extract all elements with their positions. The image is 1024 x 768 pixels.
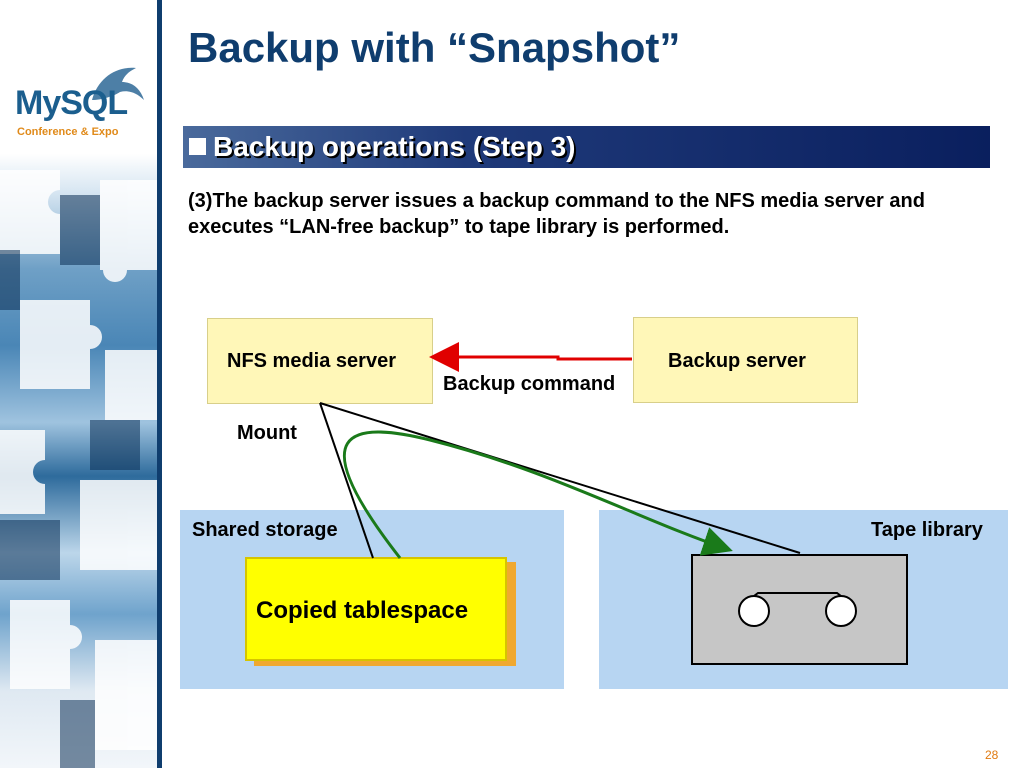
section-heading: Backup operations (Step 3) bbox=[213, 131, 576, 162]
tape-cassette-icon bbox=[691, 554, 908, 665]
backup-server-box bbox=[633, 317, 858, 403]
puzzle-background-image bbox=[0, 170, 157, 768]
square-bullet-icon bbox=[189, 138, 206, 155]
nfs-media-server-box bbox=[207, 318, 433, 404]
backup-command-label: Backup command bbox=[443, 373, 616, 395]
copy-to-tape-arrow bbox=[342, 430, 733, 559]
mysql-wordmark: MySQL bbox=[15, 84, 128, 122]
nfs-media-server-label: NFS media server bbox=[227, 350, 396, 372]
decorative-side-panel bbox=[0, 0, 157, 768]
slide-title: Backup with “Snapshot” bbox=[188, 24, 681, 71]
backup-diagram: NFS media server Backup server Backup co… bbox=[170, 300, 1010, 700]
tape-reels bbox=[738, 592, 857, 627]
diagram-connectors bbox=[319, 342, 857, 627]
dolphin-icon bbox=[92, 67, 144, 100]
section-header-bar: Backup operations (Step 3) bbox=[183, 126, 990, 168]
backup-command-arrow bbox=[429, 342, 632, 372]
mount-link-line bbox=[319, 402, 374, 559]
copied-tablespace-label: Copied tablespace bbox=[256, 597, 469, 624]
page-number: 28 bbox=[985, 748, 999, 762]
step-description: (3)The backup server issues a backup com… bbox=[188, 190, 925, 238]
left-divider-bar bbox=[157, 0, 162, 768]
mount-label: Mount bbox=[237, 422, 297, 444]
copied-tablespace-box bbox=[245, 557, 507, 661]
nfs-to-tape-line bbox=[319, 402, 801, 554]
conference-subtitle: Conference & Expo bbox=[17, 126, 119, 138]
backup-server-label: Backup server bbox=[668, 350, 806, 372]
mysql-logo: MySQL Conference & Expo bbox=[10, 60, 150, 142]
shared-storage-label: Shared storage bbox=[192, 519, 338, 541]
tape-library-label: Tape library bbox=[871, 519, 983, 541]
